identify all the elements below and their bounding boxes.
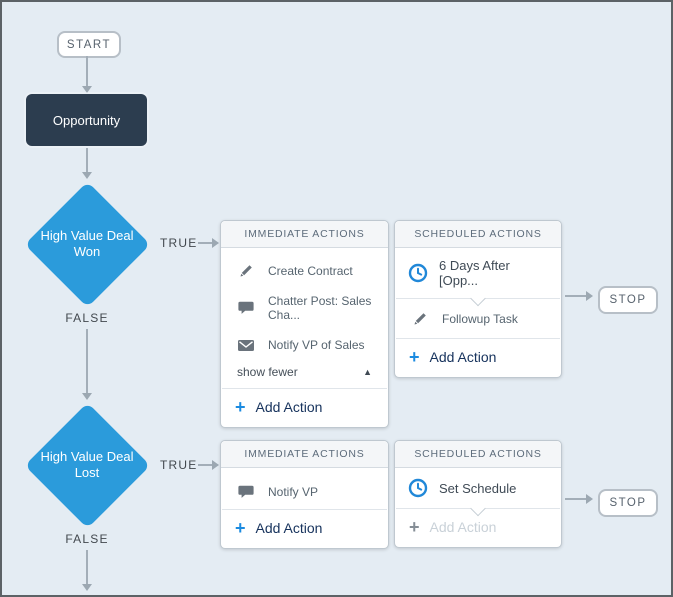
arrowhead-down-icon <box>82 584 92 591</box>
action-item-label: Notify VP of Sales <box>268 338 365 352</box>
arrowhead-down-icon <box>82 172 92 179</box>
connector-false-2 <box>86 550 88 584</box>
action-item-notify-vp[interactable]: Notify VP <box>221 475 388 509</box>
trigger-node-opportunity[interactable]: Opportunity <box>26 94 147 146</box>
divider <box>222 509 387 510</box>
arrowhead-down-icon <box>82 393 92 400</box>
divider <box>222 388 387 389</box>
connector-true-1 <box>198 242 212 244</box>
schedule-label: 6 Days After [Opp... <box>439 258 510 288</box>
start-node[interactable]: START <box>57 31 121 58</box>
add-action-label: Add Action <box>255 520 323 536</box>
card-header-immediate-2: IMMEDIATE ACTIONS <box>221 441 388 468</box>
arrowhead-right-icon <box>212 460 219 470</box>
plus-icon: + <box>409 347 420 367</box>
action-item-followup-task[interactable]: Followup Task <box>395 299 561 338</box>
false-label-1: FALSE <box>65 311 109 325</box>
scheduled-actions-card-1: SCHEDULED ACTIONS 6 Days After [Opp... F… <box>394 220 562 378</box>
decision-diamond-won[interactable] <box>24 181 151 308</box>
connector-trigger-decision1 <box>86 148 88 172</box>
card-header-immediate-1: IMMEDIATE ACTIONS <box>221 221 388 248</box>
action-item-notify-vp-of-sales[interactable]: Notify VP of Sales <box>221 330 388 360</box>
arrowhead-right-icon <box>212 238 219 248</box>
immediate-actions-card-1: IMMEDIATE ACTIONS Create Contract Chatte… <box>220 220 389 428</box>
add-action-button-immediate-1[interactable]: + Add Action <box>221 389 388 427</box>
plus-icon: + <box>409 517 420 537</box>
divider-with-notch <box>396 500 560 517</box>
pencil-icon <box>411 311 429 326</box>
clock-icon <box>407 263 429 283</box>
connector-stop-2 <box>565 498 586 500</box>
show-fewer-label: show fewer <box>237 365 298 379</box>
stop-node-2: STOP <box>598 489 658 517</box>
schedule-item-set-schedule[interactable]: Set Schedule <box>395 468 561 508</box>
connector-true-2 <box>198 464 212 466</box>
stop-node-1: STOP <box>598 286 658 314</box>
plus-icon: + <box>235 518 246 538</box>
action-item-label: Create Contract <box>268 263 353 278</box>
scheduled-actions-card-2: SCHEDULED ACTIONS Set Schedule + Add Act… <box>394 440 562 548</box>
envelope-icon <box>237 339 255 351</box>
divider <box>396 338 560 339</box>
clock-icon <box>407 478 429 498</box>
arrowhead-right-icon <box>586 494 593 504</box>
action-item-chatter-post[interactable]: Chatter Post: Sales Cha... <box>221 286 388 330</box>
add-action-button-immediate-2[interactable]: + Add Action <box>221 510 388 548</box>
action-item-label: Chatter Post: Sales Cha... <box>268 294 372 322</box>
schedule-item-6-days-after[interactable]: 6 Days After [Opp... <box>395 248 561 298</box>
add-action-label: Add Action <box>429 519 497 535</box>
triangle-up-icon: ▲ <box>363 367 372 377</box>
decision-diamond-lost[interactable] <box>24 402 151 529</box>
plus-icon: + <box>235 397 246 417</box>
action-item-label: Notify VP <box>268 485 319 499</box>
card-header-scheduled-2: SCHEDULED ACTIONS <box>395 441 561 468</box>
immediate-actions-card-2: IMMEDIATE ACTIONS Notify VP + Add Action <box>220 440 389 549</box>
action-item-label: Followup Task <box>442 311 518 326</box>
false-label-2: FALSE <box>65 532 109 546</box>
pencil-icon <box>237 263 255 278</box>
arrowhead-down-icon <box>82 86 92 93</box>
connector-false-1 <box>86 329 88 393</box>
arrowhead-right-icon <box>586 291 593 301</box>
card-header-scheduled-1: SCHEDULED ACTIONS <box>395 221 561 248</box>
true-label-1: TRUE <box>160 236 198 250</box>
chat-bubble-icon <box>237 485 255 499</box>
add-action-button-scheduled-2-disabled: + Add Action <box>395 509 561 547</box>
connector-start-trigger <box>86 56 88 86</box>
add-action-label: Add Action <box>429 349 497 365</box>
connector-stop-1 <box>565 295 586 297</box>
action-item-create-contract[interactable]: Create Contract <box>221 255 388 286</box>
add-action-label: Add Action <box>255 399 323 415</box>
divider-with-notch <box>396 290 560 307</box>
true-label-2: TRUE <box>160 458 198 472</box>
add-action-button-scheduled-1[interactable]: + Add Action <box>395 339 561 377</box>
chat-bubble-icon <box>237 301 255 315</box>
schedule-label: Set Schedule <box>439 480 517 496</box>
show-fewer-toggle[interactable]: show fewer ▲ <box>221 360 388 388</box>
